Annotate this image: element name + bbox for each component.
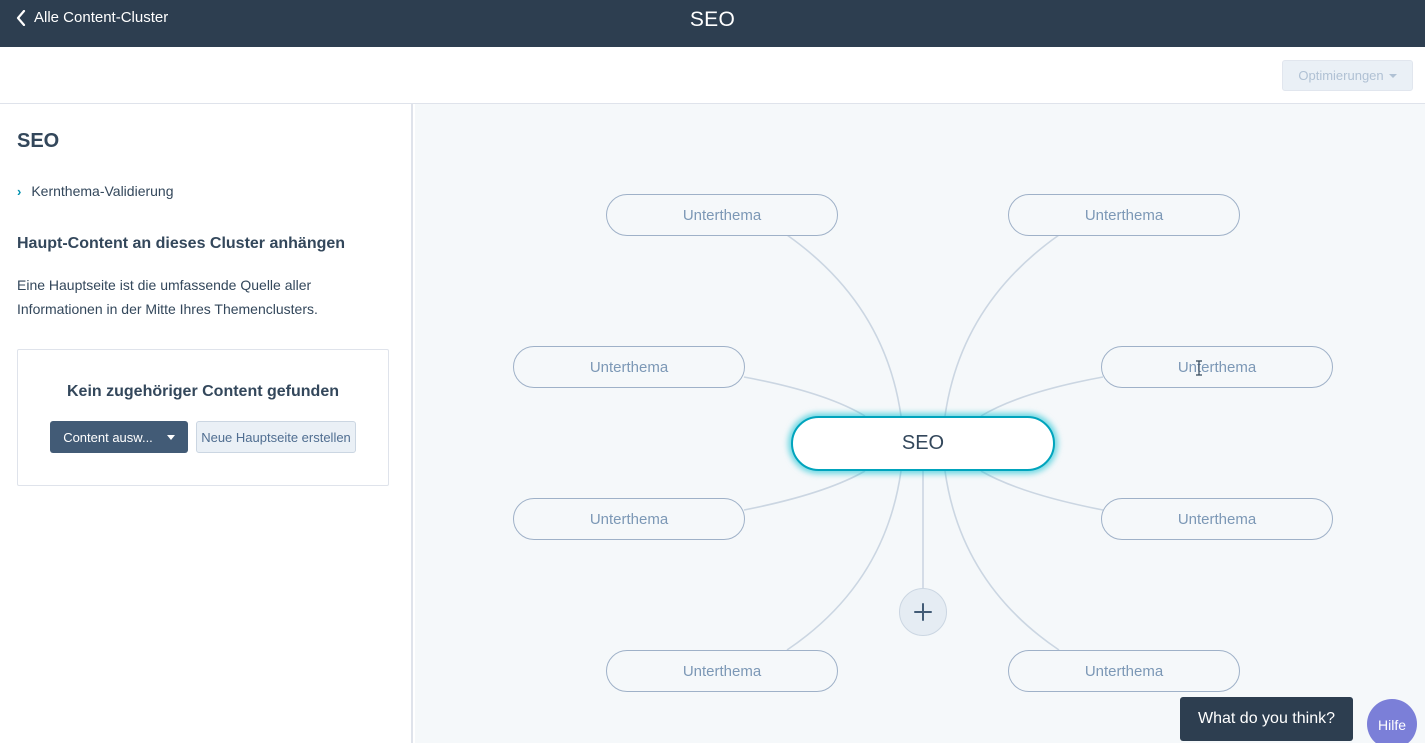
subtopic-node[interactable]: Unterthema [1101, 498, 1333, 540]
optimizations-label: Optimierungen [1298, 68, 1384, 83]
text-cursor-icon [1196, 360, 1202, 376]
toolbar: Optimierungen [0, 47, 1425, 104]
connector-line [743, 376, 866, 417]
subtopic-node[interactable]: Unterthema [1008, 194, 1240, 236]
connector-line [743, 470, 866, 511]
add-subtopic-button[interactable] [899, 588, 947, 636]
subtopic-node[interactable]: Unterthema [513, 346, 745, 388]
validation-label: Kernthema-Validierung [31, 183, 174, 199]
select-content-button[interactable]: Content ausw... [50, 421, 188, 453]
core-topic-node[interactable]: SEO [791, 416, 1055, 471]
attach-content-description: Eine Hauptseite ist die umfassende Quell… [17, 277, 318, 317]
caret-down-icon [1388, 73, 1397, 78]
help-button[interactable]: Hilfe [1367, 699, 1417, 743]
empty-content-card: Kein zugehöriger Content gefunden Conten… [17, 349, 389, 486]
caret-down-icon [166, 434, 175, 440]
connector-line [944, 234, 1060, 417]
sidebar-title: SEO [17, 130, 60, 152]
subtopic-node[interactable]: Unterthema [513, 498, 745, 540]
subtopic-node[interactable]: Unterthema [1101, 346, 1333, 388]
connector-line [980, 376, 1104, 417]
connector-line [980, 470, 1104, 511]
chevron-right-icon: › [17, 183, 22, 199]
connector-line [786, 234, 902, 417]
subtopic-node[interactable]: Unterthema [1008, 650, 1240, 692]
connector-lines [743, 234, 1104, 651]
connector-line [786, 470, 902, 651]
subtopic-node[interactable]: Unterthema [606, 194, 838, 236]
plus-icon [914, 603, 932, 621]
page-title: SEO [689, 8, 736, 31]
back-to-clusters-link[interactable]: Alle Content-Cluster [16, 9, 168, 26]
create-pillar-page-button[interactable]: Neue Hauptseite erstellen [196, 421, 356, 453]
connector-line [944, 470, 1060, 651]
core-topic-validation-toggle[interactable]: › Kernthema-Validierung [17, 183, 174, 199]
select-content-label: Content ausw... [63, 429, 153, 445]
attach-content-heading: Haupt-Content an dieses Cluster anhängen [17, 235, 346, 252]
cluster-sidebar: SEO › Kernthema-Validierung Haupt-Conten… [0, 104, 413, 743]
chevron-left-icon [16, 9, 26, 26]
empty-card-title: Kein zugehöriger Content gefunden [67, 383, 339, 400]
subtopic-node[interactable]: Unterthema [606, 650, 838, 692]
topic-cluster-canvas: Unterthema Unterthema Unterthema Unterth… [415, 104, 1425, 743]
back-link-label: Alle Content-Cluster [34, 9, 169, 26]
optimizations-dropdown[interactable]: Optimierungen [1282, 60, 1413, 91]
feedback-button[interactable]: What do you think? [1180, 697, 1353, 741]
top-navigation-bar: Alle Content-Cluster SEO [0, 0, 1425, 47]
